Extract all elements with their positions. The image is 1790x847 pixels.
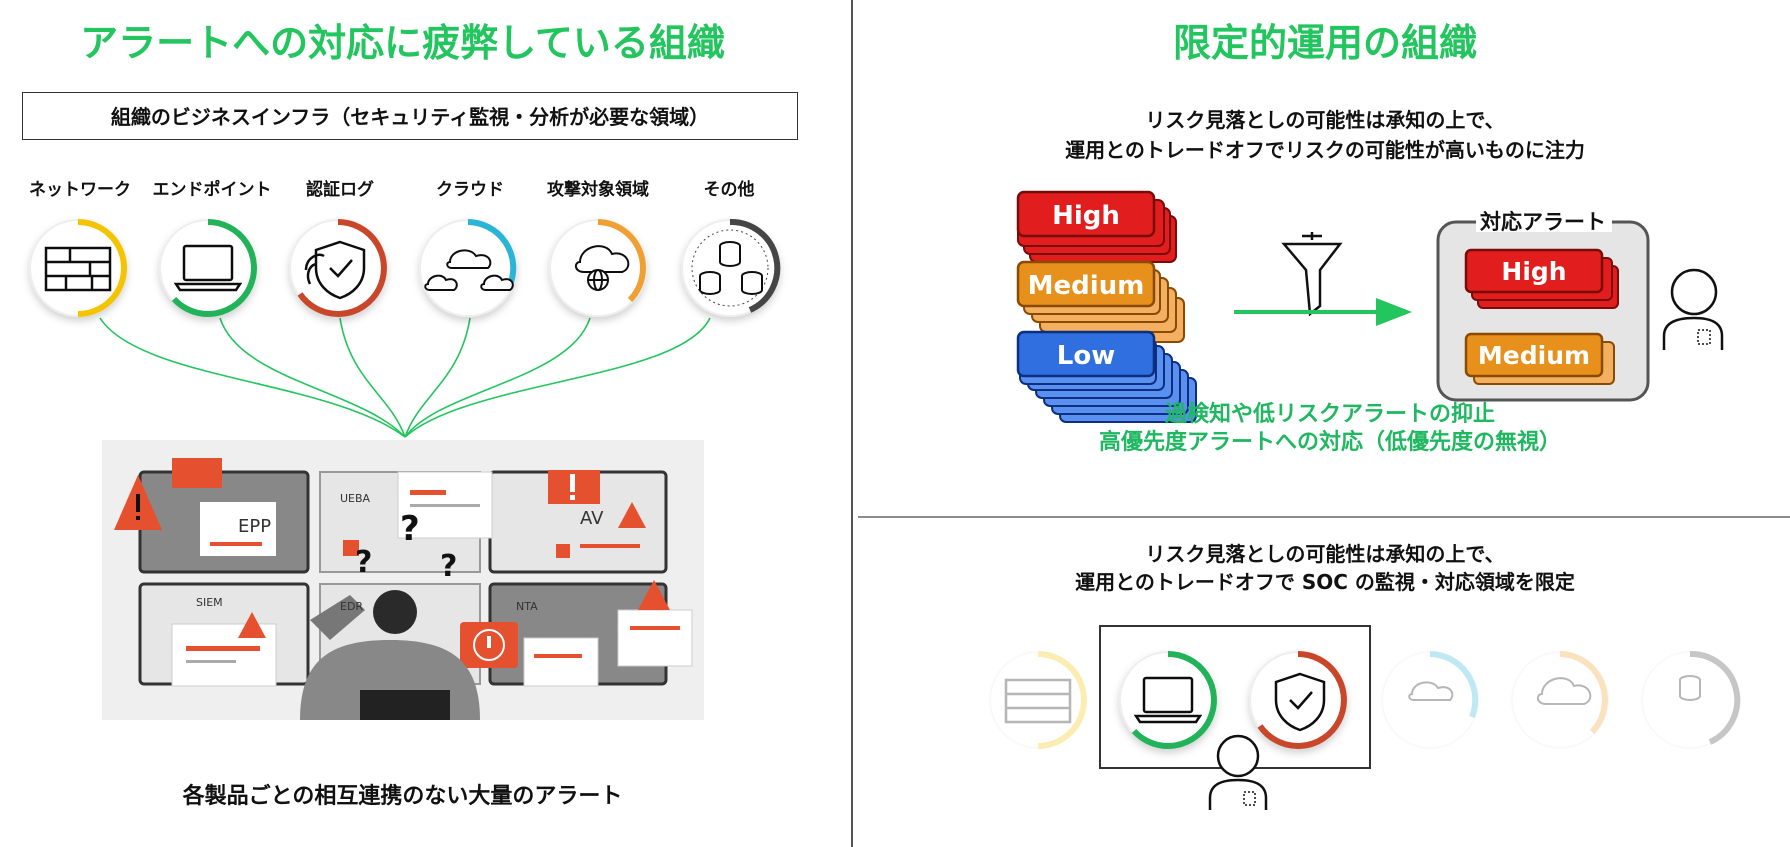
panel-av-label: AV [580, 508, 604, 529]
left-title: アラートへの対応に疲弊している組織 [80, 21, 725, 65]
database-icon [681, 218, 781, 317]
network-icon [29, 219, 127, 317]
scope-analyst-icon [1208, 734, 1268, 810]
right-top-line1: リスク見落としの可能性は承知の上で、 [1145, 108, 1505, 132]
faded-globe-cloud-icon [1511, 651, 1609, 749]
scope-fingerprint-shield-icon [1249, 651, 1347, 749]
globe-cloud-icon [549, 219, 647, 317]
infra-box: 組織のビジネスインフラ（セキュリティ監視・分析が必要な領域） [22, 92, 798, 140]
panel-edr-label: EDR [340, 600, 363, 613]
arrow-head-icon [1376, 298, 1412, 326]
priority-note: 高優先度アラートへの対応（低優先度の無視） [1098, 430, 1561, 455]
medium-label: Medium [1028, 271, 1145, 301]
connector-lines [99, 317, 711, 438]
category-cloud-label: クラウド [436, 180, 504, 200]
laptop-icon [159, 219, 257, 317]
cloud-icon [419, 219, 517, 317]
left-caption: 各製品ごとの相互連携のない大量のアラート [182, 784, 623, 809]
box-high-stack [1464, 248, 1619, 309]
right-bottom-line1: リスク見落としの可能性は承知の上で、 [1145, 542, 1505, 566]
faded-database-icon [1641, 650, 1741, 749]
response-box-title: 対応アラート [1480, 210, 1606, 234]
medium-stack [1016, 260, 1185, 343]
category-endpoint-label: エンドポイント [152, 180, 272, 200]
panel-siem-label: SIEM [196, 596, 223, 609]
svg-text:?: ? [400, 509, 420, 549]
svg-text:?: ? [440, 549, 457, 584]
panel-nta-label: NTA [516, 600, 538, 613]
faded-network-icon [989, 651, 1087, 749]
faded-cloud-icon [1381, 651, 1479, 749]
right-top-line2: 運用とのトレードオフでリスクの可能性が高いものに注力 [1065, 138, 1585, 162]
fingerprint-shield-icon [289, 219, 387, 317]
low-label: Low [1057, 341, 1115, 371]
high-stack [1016, 190, 1177, 263]
box-medium-stack [1464, 332, 1615, 385]
category-network-label: ネットワーク [29, 180, 131, 200]
category-auth-label: 認証ログ [306, 180, 374, 200]
scope-laptop-icon [1119, 651, 1217, 749]
suppression-note: 過検知や低リスクアラートの抑止 [1164, 402, 1495, 427]
box-high-label: High [1501, 257, 1566, 286]
funnel-icon [1281, 232, 1343, 317]
right-bottom-line2: 運用とのトレードオフで SOC の監視・対応領域を限定 [1075, 570, 1575, 594]
category-attack-label: 攻撃対象領域 [547, 180, 649, 200]
analyst-icon [1662, 268, 1724, 350]
box-medium-label: Medium [1478, 341, 1590, 370]
svg-text:?: ? [355, 545, 372, 580]
category-other-label: その他 [703, 180, 755, 200]
soc-illustration: ? ? ? [102, 440, 704, 720]
high-label: High [1052, 201, 1120, 231]
right-top-title: 限定的運用の組織 [1172, 21, 1477, 65]
panel-epp-label: EPP [238, 516, 271, 537]
panel-ueba-label: UEBA [340, 492, 371, 505]
low-stack [1016, 330, 1197, 423]
